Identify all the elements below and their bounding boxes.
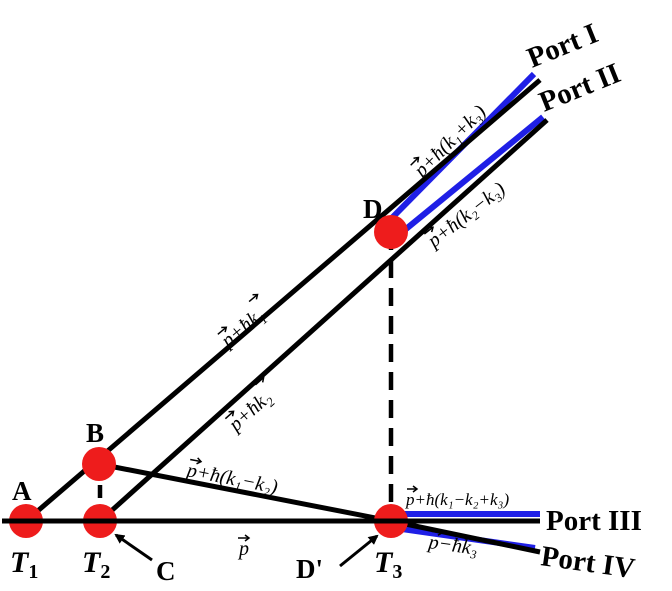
path-b-to-d-prime [98, 461, 392, 524]
path-c-to-d [98, 118, 549, 523]
label-port-4: Port IV [539, 540, 637, 585]
momentum-p-plus-hk1-minus-k2-plus-k3: p+ħ(k₁−k₂+k₃) [405, 485, 509, 509]
label-a: A [12, 476, 32, 506]
label-t1: T1 [10, 546, 38, 583]
momentum-p: p [237, 534, 251, 560]
label-port-3: Port III [546, 505, 642, 537]
label-b: B [86, 418, 104, 448]
svg-text:p+ħ(k₁−k₂+k₃): p+ħ(k₁−k₂+k₃) [405, 490, 509, 509]
node-d [374, 215, 408, 249]
label-t3: T3 [374, 546, 402, 583]
momentum-p-plus-hk1: p+ħk1 [216, 293, 271, 353]
path-d-prime-to-port-4 [390, 518, 541, 555]
beam-port-2 [393, 114, 545, 241]
label-d: D [363, 194, 383, 224]
svg-text:p+ħ(k₂−k₃): p+ħ(k₂−k₃) [422, 178, 510, 253]
label-c: C [156, 556, 176, 586]
arrow-to-c [114, 533, 153, 562]
momentum-p-plus-hk2-minus-k3: p+ħ(k₂−k₃) [422, 178, 510, 253]
node-b [82, 447, 116, 481]
svg-text:p: p [237, 538, 249, 560]
label-d-prime: D' [296, 554, 323, 584]
path-a-to-d [24, 78, 542, 523]
svg-text:p+ħ(k₁−k₂): p+ħ(k₁−k₂) [183, 459, 280, 499]
arrow-to-d-prime [339, 534, 379, 568]
label-t2: T2 [82, 546, 110, 583]
